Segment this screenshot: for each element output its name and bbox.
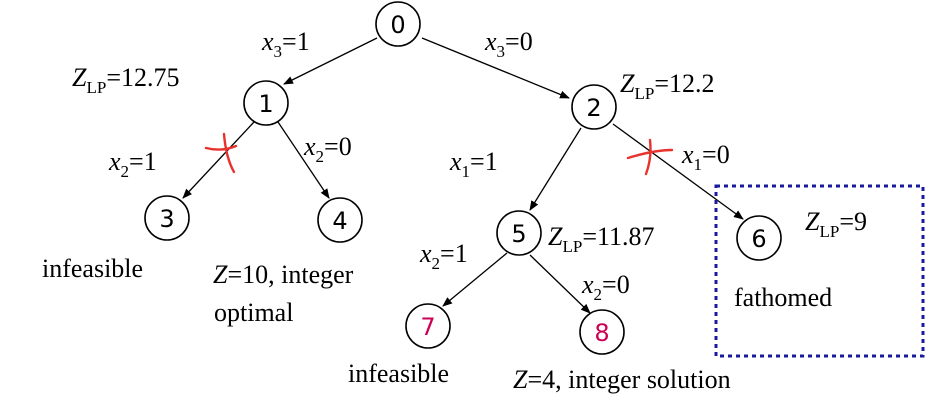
prune-mark-1-3 (204, 132, 238, 174)
node-0: 0 (375, 1, 421, 47)
fathomed-box (714, 184, 925, 358)
edge-5-7 (442, 252, 508, 307)
branch-label-1-4: x2=0 (303, 132, 352, 166)
edge-5-8 (529, 254, 591, 314)
node-label: 2 (586, 94, 601, 122)
prune-mark-2-6 (626, 138, 674, 176)
lp-bound-node-2: ZLP=12.2 (620, 69, 714, 103)
note-node-4-line1: Z=10, integer (213, 260, 354, 289)
node-label: 6 (751, 225, 766, 253)
node-4: 4 (317, 197, 363, 243)
edge-2-5 (529, 127, 582, 211)
node-label: 3 (159, 205, 174, 233)
lp-bound-node-5: ZLP=11.87 (548, 222, 655, 256)
node-3: 3 (144, 195, 190, 241)
node-8: 8 (579, 309, 625, 355)
note-node-3: infeasible (42, 254, 143, 283)
node-label: 8 (594, 319, 609, 347)
node-label: 1 (258, 90, 273, 118)
lp-bound-node-1: ZLP=12.75 (72, 63, 179, 97)
node-1: 1 (243, 80, 289, 126)
node-7: 7 (405, 303, 451, 349)
branch-label-0-1: x3=1 (261, 27, 310, 61)
node-5: 5 (496, 210, 542, 256)
node-label: 5 (511, 220, 526, 248)
node-label: 7 (420, 313, 435, 341)
node-2: 2 (571, 84, 617, 130)
node-label: 4 (332, 207, 347, 235)
edge-1-3 (182, 121, 255, 199)
edge-0-1 (283, 37, 378, 85)
branch-label-1-3: x2=1 (108, 147, 157, 181)
branch-label-5-8: x2=0 (581, 270, 630, 304)
note-node-6: fathomed (734, 283, 832, 312)
edge-1-4 (277, 121, 330, 199)
branch-label-5-7: x2=1 (419, 239, 468, 273)
note-node-7: infeasible (348, 359, 449, 388)
edge-2-6 (612, 123, 744, 220)
edge-0-2 (421, 37, 570, 99)
note-node-8: Z=4, integer solution (513, 365, 731, 394)
node-label: 0 (390, 11, 405, 39)
note-node-4-line2: optimal (214, 298, 293, 327)
node-6: 6 (736, 215, 782, 261)
branch-label-2-5: x1=1 (449, 147, 498, 181)
branch-label-0-2: x3=0 (484, 27, 533, 61)
branch-label-2-6: x1=0 (681, 140, 730, 174)
lp-bound-node-6: ZLP=9 (805, 207, 867, 241)
